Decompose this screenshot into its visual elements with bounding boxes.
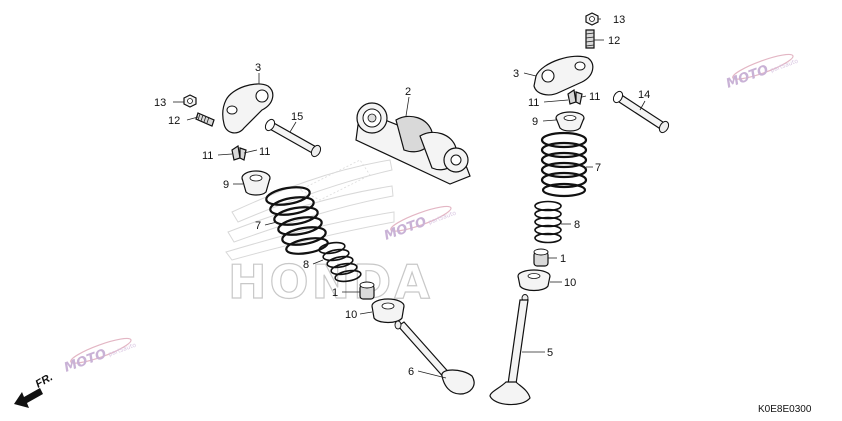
- callout-12-left: 12: [168, 115, 180, 127]
- callout-10-left: 10: [345, 309, 357, 321]
- front-direction-arrow-icon: [14, 388, 43, 408]
- part-15-rocker-shaft: [264, 118, 322, 158]
- callout-5: 5: [547, 347, 553, 359]
- part-13-nut-left: [183, 94, 197, 108]
- callout-7-left: 7: [255, 220, 261, 232]
- callout-2: 2: [405, 86, 411, 98]
- part-5-valve-right: [489, 294, 531, 406]
- callout-3-left: 3: [255, 62, 261, 74]
- front-direction-label: FR.: [34, 371, 55, 390]
- callout-13-right: 13: [613, 14, 625, 26]
- callout-9-right: 9: [532, 116, 538, 128]
- part-8-inner-spring-right: [534, 200, 562, 244]
- part-7-outer-spring-left: [265, 186, 329, 255]
- diagram-code: K0E8E0300: [758, 404, 812, 415]
- part-11-valve-cotters-left: [231, 144, 247, 161]
- callout-11-left-a: 11: [202, 150, 213, 162]
- callout-15: 15: [291, 111, 303, 123]
- svg-text:partsauto: partsauto: [108, 342, 138, 359]
- callout-1-right: 1: [560, 253, 566, 265]
- part-9-spring-retainer-left: [241, 170, 271, 196]
- callout-7-right: 7: [595, 162, 601, 174]
- part-3-rocker-arm-left: [222, 83, 274, 134]
- honda-watermark-text: HONDA: [228, 255, 433, 309]
- part-14-rocker-shaft: [612, 90, 670, 134]
- callout-11-right-b: 11: [589, 91, 600, 103]
- callout-6: 6: [408, 366, 414, 378]
- svg-text:partsauto: partsauto: [428, 210, 458, 227]
- callout-9-left: 9: [223, 179, 229, 191]
- svg-text:partsauto: partsauto: [770, 58, 800, 75]
- part-1-stem-seal-right: [533, 248, 549, 267]
- leader-lines: [173, 18, 646, 379]
- callout-3-right: 3: [513, 68, 519, 80]
- part-7-outer-spring-right: [540, 131, 588, 198]
- moto-watermark-bottom-left: MOTO partsauto: [62, 337, 138, 376]
- part-9-spring-retainer-right: [555, 111, 585, 132]
- part-2-camshaft: [355, 102, 471, 185]
- callout-1-left: 1: [332, 287, 338, 299]
- callout-10-right: 10: [564, 277, 576, 289]
- part-12-adjusting-screw-right: [585, 29, 595, 49]
- callout-8-right: 8: [574, 219, 580, 231]
- callout-14: 14: [638, 89, 650, 101]
- part-10-spring-seat-left: [371, 298, 405, 324]
- callout-13-left: 13: [154, 97, 166, 109]
- part-8-inner-spring-left: [318, 241, 362, 283]
- callout-12-right: 12: [608, 35, 620, 47]
- part-1-stem-seal-left: [359, 281, 375, 300]
- part-13-nut-right: [585, 12, 599, 26]
- part-6-valve-left: [394, 320, 475, 395]
- callouts: 13 12 3 15 11 11 9 7 8 1 10 6 2 13 12 3 …: [154, 14, 650, 378]
- part-12-adjusting-screw-left: [195, 112, 215, 127]
- moto-watermark-top-right: MOTO partsauto: [724, 53, 800, 92]
- part-10-spring-seat-right: [517, 269, 551, 292]
- callout-8-left: 8: [303, 259, 309, 271]
- part-11-valve-cotters-right: [567, 88, 583, 105]
- callout-11-right-a: 11: [528, 97, 539, 109]
- callout-11-left-b: 11: [259, 146, 270, 158]
- part-3-rocker-arm-right: [533, 55, 594, 96]
